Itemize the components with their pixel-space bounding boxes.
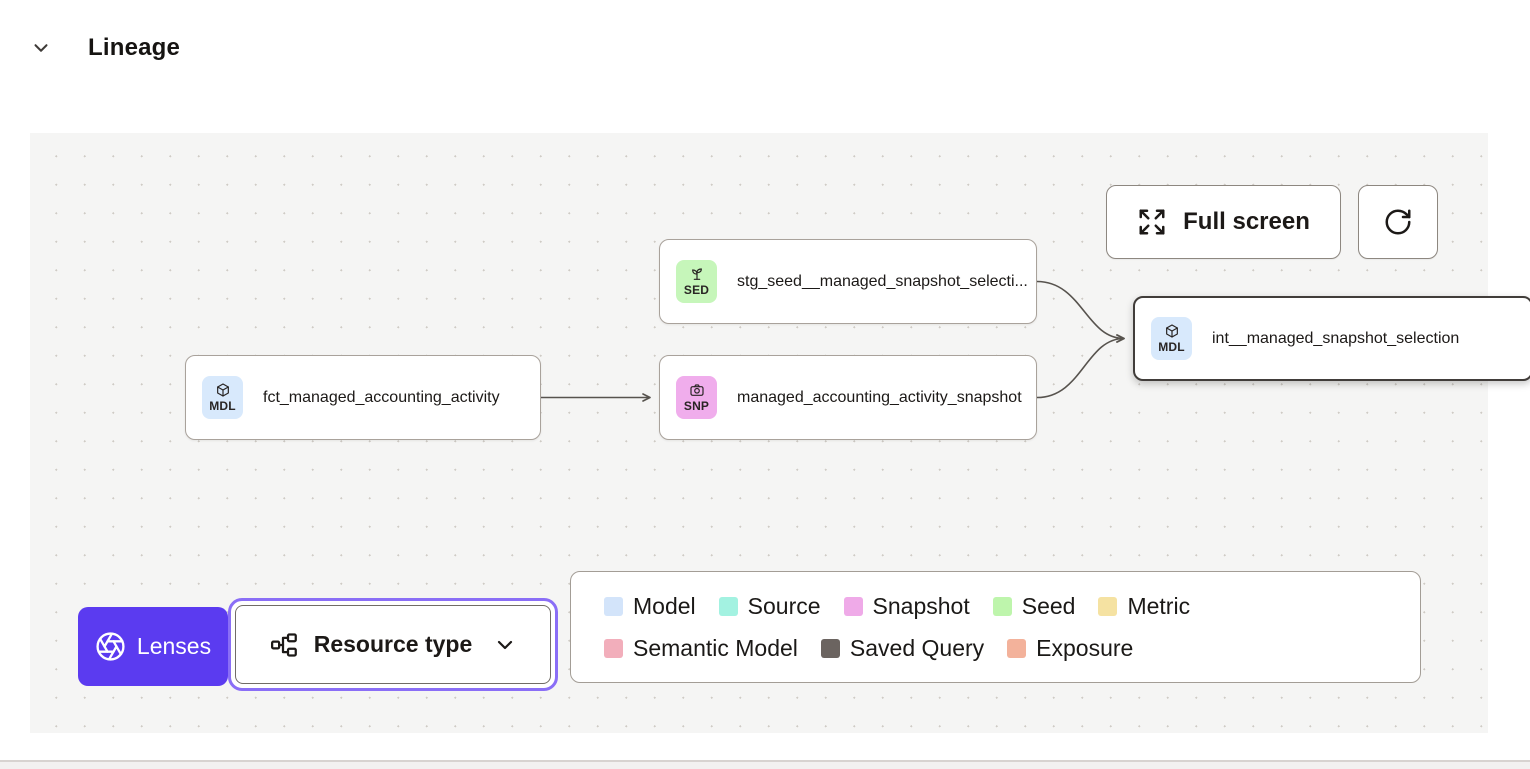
chevron-down-icon[interactable] — [30, 37, 52, 59]
lenses-label: Lenses — [136, 633, 212, 659]
full-screen-button[interactable]: Full screen — [1106, 185, 1341, 259]
lineage-canvas[interactable]: Full screen SED stg_seed__managed_snapsh… — [30, 133, 1530, 733]
bottom-divider — [0, 760, 1530, 762]
cube-icon — [1165, 324, 1178, 338]
legend-item-source: Source — [718, 593, 821, 620]
refresh-button[interactable] — [1358, 185, 1438, 259]
aperture-icon — [96, 632, 125, 661]
node-label: managed_accounting_activity_snapshot — [737, 388, 1022, 406]
resource-type-inner: Resource type — [235, 605, 551, 684]
cube-icon — [216, 383, 229, 397]
hierarchy-icon — [270, 632, 297, 657]
node-stg-seed-managed-snapshot-selection[interactable]: SED stg_seed__managed_snapshot_selecti..… — [659, 239, 1037, 324]
legend-row: Model Source Snapshot Seed Metric — [604, 593, 1420, 620]
model-swatch — [604, 596, 623, 616]
snapshot-swatch — [843, 596, 863, 616]
resource-type-label: Resource type — [313, 631, 473, 657]
node-label: stg_seed__managed_snapshot_selecti... — [737, 272, 1028, 290]
semantic-model-swatch — [604, 638, 623, 658]
expand-icon — [1139, 209, 1165, 235]
chevron-down-icon — [498, 640, 513, 649]
legend-item-metric: Metric — [1098, 593, 1190, 620]
seed-swatch — [992, 596, 1012, 616]
lenses-button[interactable]: Lenses — [78, 607, 228, 686]
model-badge: MDL — [202, 376, 243, 419]
lineage-section-header: Lineage — [30, 34, 180, 62]
node-label: fct_managed_accounting_activity — [263, 388, 500, 406]
full-screen-label: Full screen — [1183, 208, 1310, 235]
seed-badge: SED — [676, 260, 717, 303]
node-fct-managed-accounting-activity[interactable]: MDL fct_managed_accounting_activity — [185, 355, 541, 440]
page-title: Lineage — [88, 34, 181, 61]
snapshot-badge: SNP — [676, 376, 717, 419]
model-badge: MDL — [1151, 317, 1192, 360]
metric-swatch — [1098, 596, 1118, 616]
node-int-managed-snapshot-selection[interactable]: MDL int__managed_snapshot_selection — [1133, 296, 1530, 381]
source-swatch — [718, 596, 738, 616]
legend-item-semantic-model: Semantic Model — [604, 635, 798, 662]
refresh-icon — [1385, 209, 1411, 235]
legend-item-exposure: Exposure — [1007, 635, 1133, 662]
legend-item-saved-query: Saved Query — [820, 635, 984, 662]
legend-panel: Model Source Snapshot Seed Metric S — [570, 571, 1421, 683]
saved-query-swatch — [820, 638, 840, 658]
camera-icon — [689, 384, 704, 396]
legend-item-seed: Seed — [992, 593, 1075, 620]
exposure-swatch — [1007, 638, 1027, 658]
legend-row: Semantic Model Saved Query Exposure — [604, 635, 1420, 662]
node-label: int__managed_snapshot_selection — [1212, 329, 1460, 347]
legend-item-model: Model — [604, 593, 696, 620]
legend-item-snapshot: Snapshot — [843, 593, 970, 620]
resource-type-dropdown[interactable]: Resource type — [228, 598, 558, 691]
node-managed-accounting-activity-snapshot[interactable]: SNP managed_accounting_activity_snapshot — [659, 355, 1037, 440]
bottom-strip — [0, 761, 1530, 769]
sprout-icon — [691, 268, 702, 280]
